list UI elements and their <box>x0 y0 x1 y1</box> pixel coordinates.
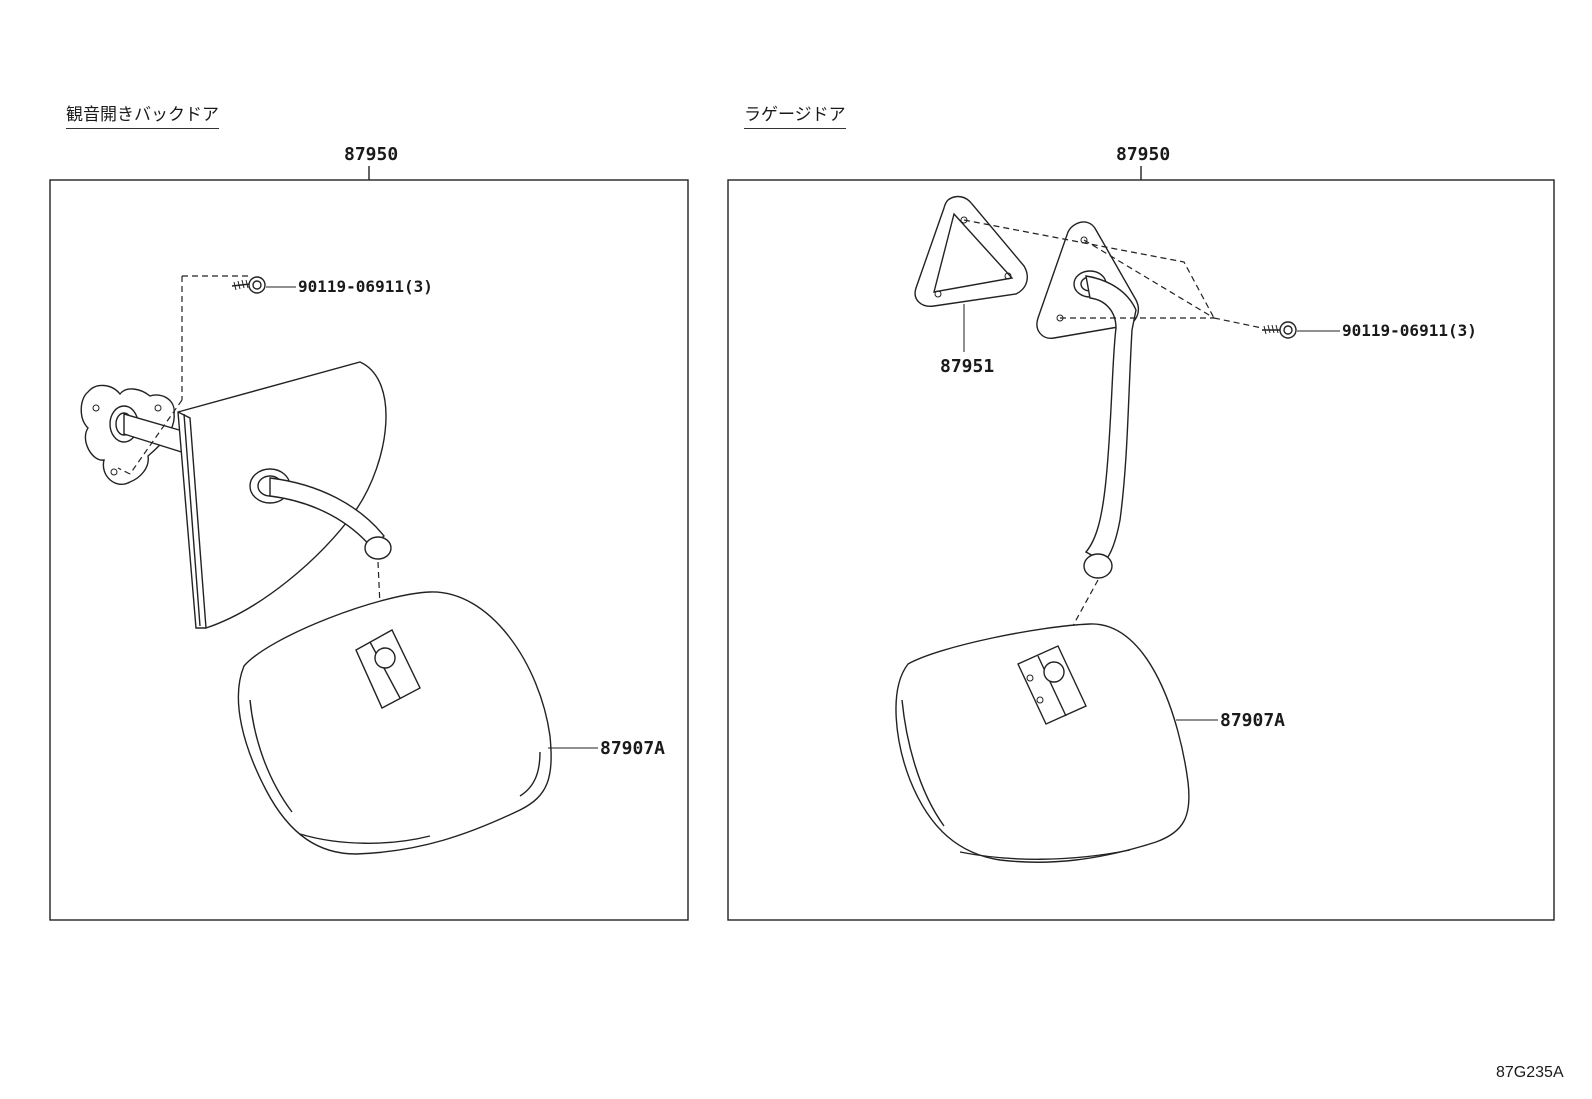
left-panel-frame <box>49 166 689 921</box>
left-bolt-callout: 90119-06911(3) <box>298 277 433 296</box>
right-mirror-head <box>895 623 1218 863</box>
left-mirror-callout: 87907A <box>600 738 666 759</box>
right-mirror-callout: 87907A <box>1220 710 1286 731</box>
left-curved-rod <box>269 477 392 560</box>
left-panel-heading: 観音開きバックドア <box>66 100 219 129</box>
right-bolt-icon <box>1262 321 1340 339</box>
right-gasket <box>914 195 1028 352</box>
right-stay-arm <box>1083 275 1137 579</box>
right-assembly-number: 87950 <box>1116 144 1171 165</box>
right-gasket-callout: 87951 <box>940 356 995 377</box>
right-panel-heading: ラゲージドア <box>744 100 846 129</box>
left-bolt-icon <box>231 276 296 294</box>
right-panel-frame <box>727 166 1555 921</box>
left-assembly-number: 87950 <box>344 144 399 165</box>
right-bolt-callout: 90119-06911(3) <box>1342 321 1477 340</box>
left-mirror-head <box>237 591 598 855</box>
diagram-code: 87G235A <box>1496 1064 1564 1081</box>
right-dashed-lines <box>963 219 1263 665</box>
